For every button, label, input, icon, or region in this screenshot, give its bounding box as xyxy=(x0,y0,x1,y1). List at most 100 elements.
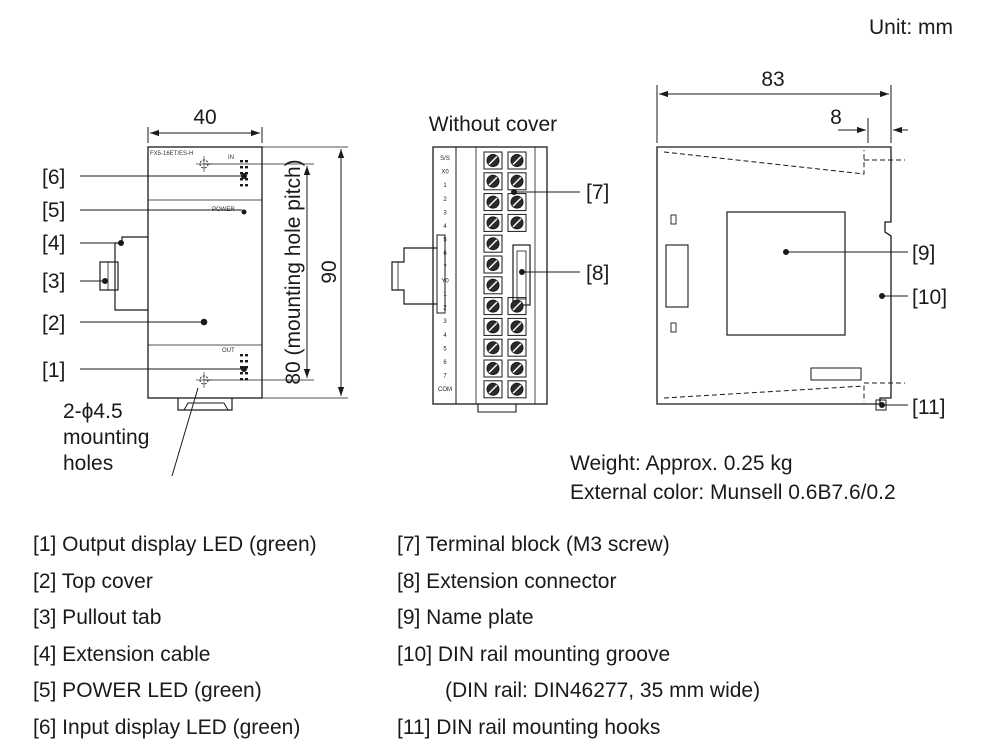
input-led-column xyxy=(240,160,248,187)
screw-slot xyxy=(488,301,498,311)
terminal-screw-box xyxy=(483,359,503,378)
strip-label: 7 xyxy=(443,265,447,271)
screw-slot xyxy=(488,156,498,165)
legend-item-10-note: (DIN rail: DIN46277, 35 mm wide) xyxy=(445,679,761,702)
extension-connector xyxy=(512,244,531,306)
pullout-tab xyxy=(99,261,119,291)
strip-label: 2 xyxy=(443,306,447,312)
terminal-view-cable xyxy=(391,247,437,305)
strip-label: 1 xyxy=(443,183,447,189)
terminal-screw-box xyxy=(483,193,503,212)
callout-2: [2] xyxy=(42,312,65,335)
screw-slot xyxy=(512,384,522,394)
offset-dimension-text: 8 xyxy=(830,106,842,129)
strip-label: 5 xyxy=(443,346,447,352)
width-dimension-text: 40 xyxy=(193,106,216,129)
terminal-screw-box xyxy=(483,317,503,336)
terminal-screw-box xyxy=(483,255,503,274)
callout-9: [9] xyxy=(912,242,935,265)
side-callout-leaders xyxy=(783,249,908,408)
height-dimension-text: 90 xyxy=(318,260,341,283)
strip-label: 2 xyxy=(443,197,447,203)
callout-4: [4] xyxy=(42,232,65,255)
screw-slot xyxy=(488,343,498,353)
terminal-screw-box xyxy=(483,338,503,357)
depth-dimension-text: 83 xyxy=(761,68,784,91)
screw-slot xyxy=(488,218,498,228)
legend-item-10: [10] DIN rail mounting groove xyxy=(397,643,671,666)
strip-label: X0 xyxy=(441,170,449,176)
side-module-body xyxy=(656,146,892,405)
strip-label: S/S xyxy=(440,156,450,162)
callout-3: [3] xyxy=(42,270,65,293)
terminal-screw-box xyxy=(507,380,527,399)
screw-slot xyxy=(512,322,522,332)
terminal-screw-box xyxy=(483,151,503,170)
strip-label: 4 xyxy=(443,224,447,230)
terminal-screw-box xyxy=(483,234,503,253)
strip-label: 1 xyxy=(443,292,447,298)
legend-item-1: [1] Output display LED (green) xyxy=(33,533,317,556)
strip-label: Y0 xyxy=(441,278,449,284)
legend-item-7: [7] Terminal block (M3 screw) xyxy=(397,533,670,556)
callout-1: [1] xyxy=(42,359,65,382)
terminal-screw-box xyxy=(507,317,527,336)
front-callout-leaders xyxy=(80,173,247,372)
pitch-dimension-text: 80 (mounting hole pitch) xyxy=(282,159,305,384)
terminal-screw-box xyxy=(483,297,503,316)
screw-slot xyxy=(488,322,498,332)
strip-label: 4 xyxy=(443,333,447,339)
terminal-callout-leaders xyxy=(511,189,580,275)
unit-label: Unit: mm xyxy=(869,16,953,39)
screw-slot xyxy=(488,260,498,269)
terminal-screw-box xyxy=(507,172,527,191)
terminal-module-body xyxy=(432,146,548,405)
hole-note-line-2: mounting xyxy=(63,426,149,449)
terminal-view xyxy=(391,146,548,413)
terminal-screw-box xyxy=(483,380,503,399)
screw-slot xyxy=(512,218,522,228)
strip-label: 3 xyxy=(443,210,447,216)
screw-slot xyxy=(488,280,498,290)
terminal-screw-box xyxy=(483,276,503,295)
legend-item-6: [6] Input display LED (green) xyxy=(33,716,301,739)
screw-slot xyxy=(512,156,522,165)
model-text: FX5-16ET/ES-H xyxy=(150,151,193,157)
callout-11: [11] xyxy=(912,396,945,419)
strip-label: 5 xyxy=(443,238,447,244)
hole-note-line-1: 2-ϕ4.5 xyxy=(63,400,123,423)
strip-label: 3 xyxy=(443,319,447,325)
legend-item-3: [3] Pullout tab xyxy=(33,606,162,629)
screw-slot xyxy=(512,197,522,207)
strip-label: 7 xyxy=(443,374,447,380)
hole-note-line-3: holes xyxy=(63,452,113,475)
terminal-screw-box xyxy=(483,213,503,232)
callout-6: [6] xyxy=(42,166,65,189)
screw-slot xyxy=(512,364,522,373)
callout-8: [8] xyxy=(586,262,609,285)
terminal-screw-box xyxy=(483,172,503,191)
legend-item-8: [8] Extension connector xyxy=(397,570,617,593)
callout-7: [7] xyxy=(586,181,609,204)
color-note: External color: Munsell 0.6B7.6/0.2 xyxy=(570,481,896,504)
module-body xyxy=(147,146,263,399)
weight-note: Weight: Approx. 0.25 kg xyxy=(570,452,793,475)
legend-item-5: [5] POWER LED (green) xyxy=(33,679,262,702)
legend-item-11: [11] DIN rail mounting hooks xyxy=(397,716,661,739)
terminal-screw-box xyxy=(507,297,527,316)
screw-slot xyxy=(488,364,498,373)
screw-slot xyxy=(488,384,498,394)
legend-item-4: [4] Extension cable xyxy=(33,643,211,666)
legend-item-9: [9] Name plate xyxy=(397,606,534,629)
terminal-screw-box xyxy=(507,338,527,357)
strip-label: 6 xyxy=(443,360,447,366)
screw-slot xyxy=(512,343,522,353)
terminal-screw-group xyxy=(483,151,527,399)
in-label: IN xyxy=(228,155,234,161)
strip-label: 6 xyxy=(443,251,447,257)
callout-5: [5] xyxy=(42,199,65,222)
screw-slot xyxy=(488,176,498,186)
output-led-column xyxy=(240,354,248,381)
